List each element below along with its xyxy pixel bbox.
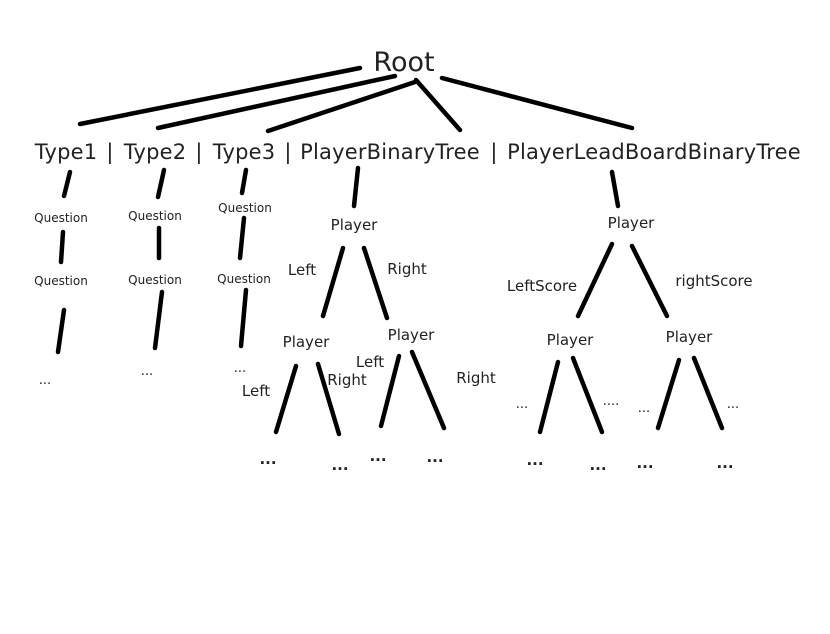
edge-root-type3 — [265, 79, 418, 134]
category-type3: Type3 — [212, 140, 276, 164]
leaderboard-left-left-more: ... — [515, 397, 529, 412]
edge-pl-left — [273, 363, 299, 435]
category-separator: | — [284, 140, 292, 164]
edge-root-type2 — [155, 73, 398, 131]
edge-lb-right — [629, 243, 670, 319]
leaderboard-leaf-more: ... — [716, 454, 734, 472]
type1-more: ... — [38, 373, 52, 388]
player-tree-leaf-more: ... — [369, 447, 387, 465]
edge-lbl-left — [537, 359, 561, 435]
edge-lbr-left — [655, 357, 682, 431]
type3-more: ... — [233, 361, 247, 376]
edge-pr-right — [409, 349, 447, 431]
category-separator: | — [195, 140, 203, 164]
edge-type3-q2 — [237, 215, 247, 261]
player-tree-leaf-more: ... — [259, 450, 277, 468]
category-leaderboard-binary-tree: PlayerLeadBoardBinaryTree — [507, 140, 801, 164]
category-separator: | — [106, 140, 114, 164]
edge-root-leaderboard — [439, 75, 635, 131]
edge-pl-right — [315, 361, 342, 437]
edge-lb-left — [575, 241, 615, 319]
edge-root-type1 — [77, 65, 363, 127]
edge-player-left — [320, 245, 346, 319]
leaderboard-right-label: rightScore — [675, 272, 753, 290]
player-tree-left-left-label: Left — [241, 382, 271, 400]
leaderboard-root-node: Player — [607, 214, 655, 232]
root-node: Root — [373, 47, 435, 78]
edge-type3-q1 — [239, 167, 249, 196]
edge-root-playertree — [413, 77, 463, 133]
leaderboard-left-right-more: .... — [602, 394, 620, 409]
player-tree-root-node: Player — [330, 216, 378, 234]
edge-leaderboard-root — [609, 169, 621, 209]
edge-type1-q2 — [58, 229, 66, 265]
type2-more: ... — [140, 364, 154, 379]
leaderboard-leaf-more: ... — [636, 454, 654, 472]
leaderboard-left-node: Player — [546, 331, 594, 349]
edge-lbl-right — [570, 355, 605, 435]
type2-question-2: Question — [128, 273, 182, 287]
type1-question-1: Question — [34, 211, 88, 225]
edge-playertree-root — [351, 165, 361, 209]
category-type1: Type1 — [34, 140, 98, 164]
edge-type1-more — [55, 307, 67, 355]
edge-type3-more — [238, 287, 249, 349]
player-tree-left-right-label: Right — [327, 371, 367, 389]
type3-question-1: Question — [218, 201, 272, 215]
leaderboard-right-right-more: ... — [726, 397, 740, 412]
leaderboard-left-label: LeftScore — [506, 277, 578, 295]
edge-lbr-right — [691, 355, 725, 431]
player-tree-leaf-more: ... — [331, 456, 349, 474]
player-tree-right-node: Player — [387, 326, 435, 344]
type1-question-2: Question — [34, 274, 88, 288]
leaderboard-right-node: Player — [665, 328, 713, 346]
player-tree-left-node: Player — [282, 333, 330, 351]
player-tree-left-label: Left — [287, 261, 317, 279]
player-tree-right-right-label: Right — [456, 369, 496, 387]
leaderboard-right-left-more: ... — [637, 401, 651, 416]
leaderboard-leaf-more: ... — [589, 456, 607, 474]
player-tree-leaf-more: ... — [426, 448, 444, 466]
leaderboard-leaf-more: ... — [526, 451, 544, 469]
player-tree-right-left-label: Left — [355, 353, 385, 371]
category-player-binary-tree: PlayerBinaryTree — [300, 140, 480, 164]
edge-type2-more — [152, 289, 165, 351]
player-tree-right-label: Right — [387, 260, 427, 278]
type2-question-1: Question — [128, 209, 182, 223]
category-type2: Type2 — [123, 140, 187, 164]
category-separator: | — [490, 140, 498, 164]
edge-type1-q1 — [61, 169, 73, 199]
edge-type2-q1 — [155, 167, 167, 200]
edge-pr-left — [378, 353, 402, 429]
edge-player-right — [361, 245, 390, 321]
type3-question-2: Question — [217, 272, 271, 286]
